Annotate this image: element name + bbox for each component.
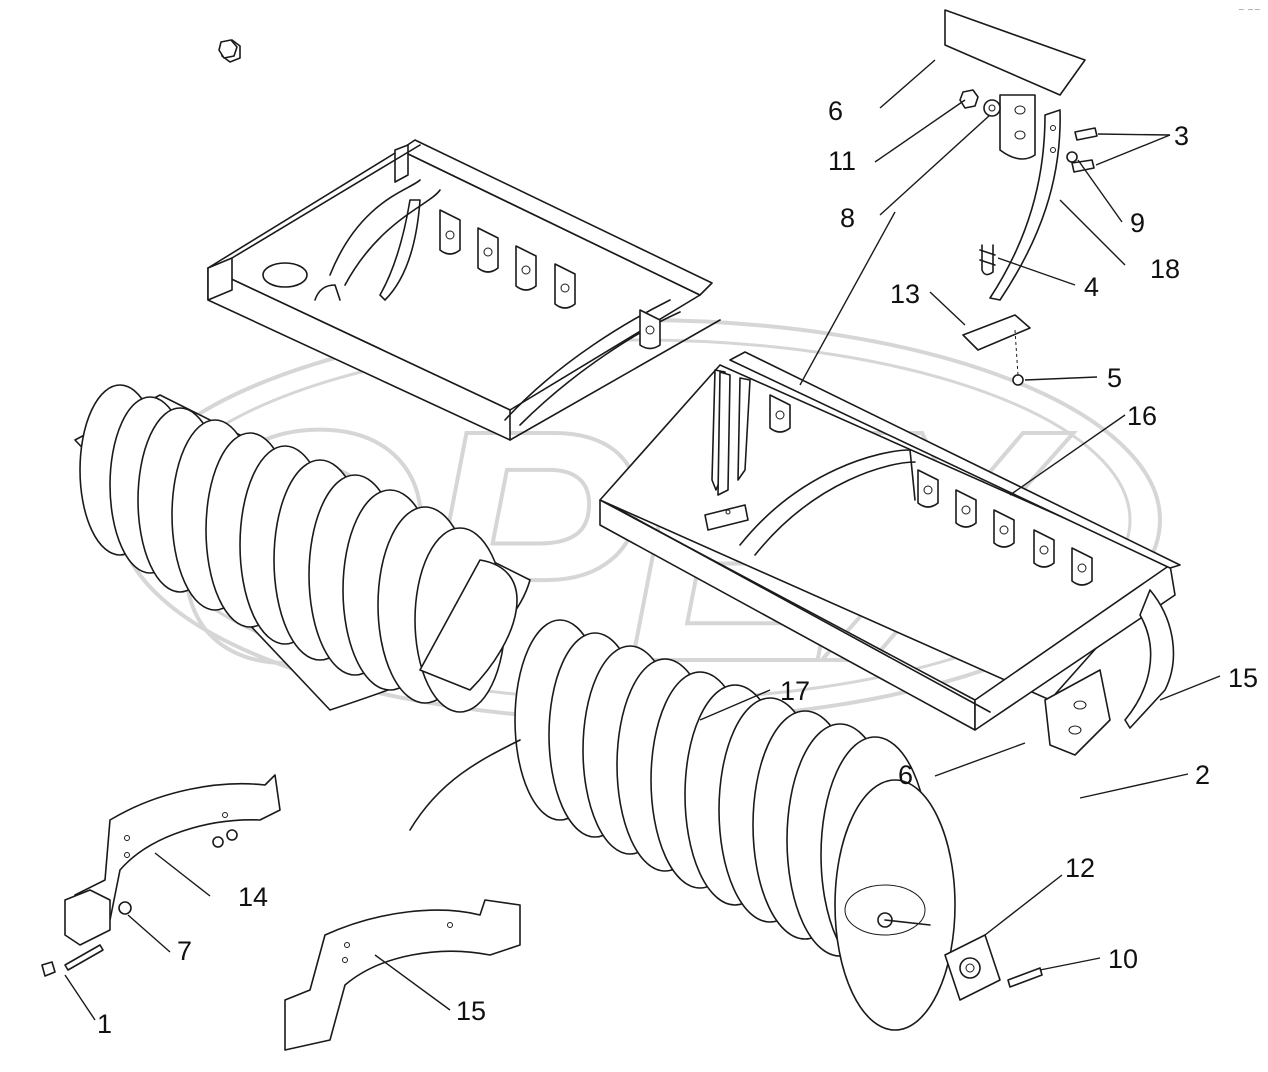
roller-right bbox=[409, 619, 956, 1031]
callout-8: 8 bbox=[840, 203, 855, 233]
bracket-14 bbox=[41, 774, 281, 977]
callout-18: 18 bbox=[1150, 254, 1180, 284]
tine-assembly bbox=[218, 9, 1098, 386]
callout-3: 3 bbox=[1174, 121, 1189, 151]
bearing bbox=[944, 934, 1043, 1001]
callout-15-right: 15 bbox=[1228, 663, 1258, 693]
frame-right-brackets bbox=[769, 394, 1093, 586]
callout-6-bottom: 6 bbox=[898, 760, 913, 790]
callout-12: 12 bbox=[1065, 853, 1095, 883]
callout-14: 14 bbox=[238, 882, 268, 912]
callout-5: 5 bbox=[1107, 363, 1122, 393]
roller-left bbox=[74, 384, 531, 713]
corner-mark: ~ ~~ bbox=[1238, 5, 1261, 14]
callout-10: 10 bbox=[1108, 944, 1138, 974]
callout-2: 2 bbox=[1195, 760, 1210, 790]
callout-13: 13 bbox=[890, 279, 920, 309]
mounted-tine bbox=[704, 371, 749, 531]
callout-4: 4 bbox=[1084, 272, 1099, 302]
callout-16: 16 bbox=[1127, 401, 1157, 431]
callout-17: 17 bbox=[780, 676, 810, 706]
frame-left bbox=[207, 139, 721, 441]
callout-15-bottom: 15 bbox=[456, 996, 486, 1026]
frame-left-brackets bbox=[439, 209, 661, 350]
callout-9: 9 bbox=[1130, 208, 1145, 238]
callout-6-top: 6 bbox=[828, 96, 843, 126]
callout-11: 11 bbox=[828, 146, 856, 176]
leader-lines bbox=[64, 59, 1221, 1021]
bracket-15-lower bbox=[284, 899, 521, 1051]
callout-1: 1 bbox=[97, 1009, 112, 1039]
callout-labels: 6 11 8 3 9 18 4 13 5 16 15 17 6 2 14 12 … bbox=[97, 96, 1258, 1039]
callout-7: 7 bbox=[177, 936, 192, 966]
